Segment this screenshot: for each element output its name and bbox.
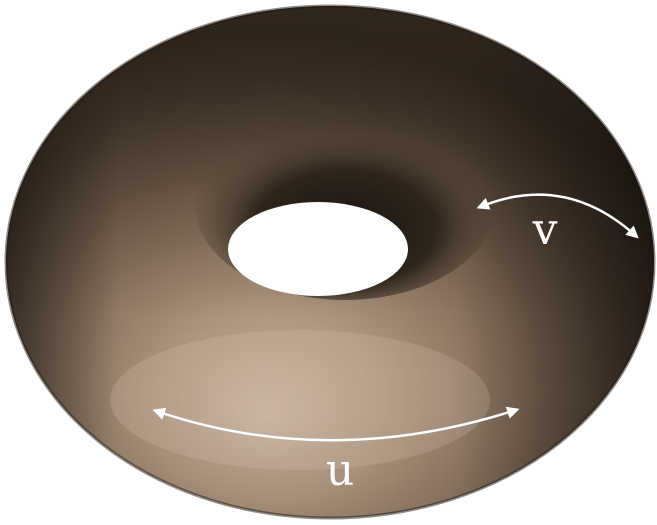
v-label: v	[532, 204, 558, 255]
u-label: u	[326, 445, 354, 496]
torus-hole	[228, 202, 408, 296]
